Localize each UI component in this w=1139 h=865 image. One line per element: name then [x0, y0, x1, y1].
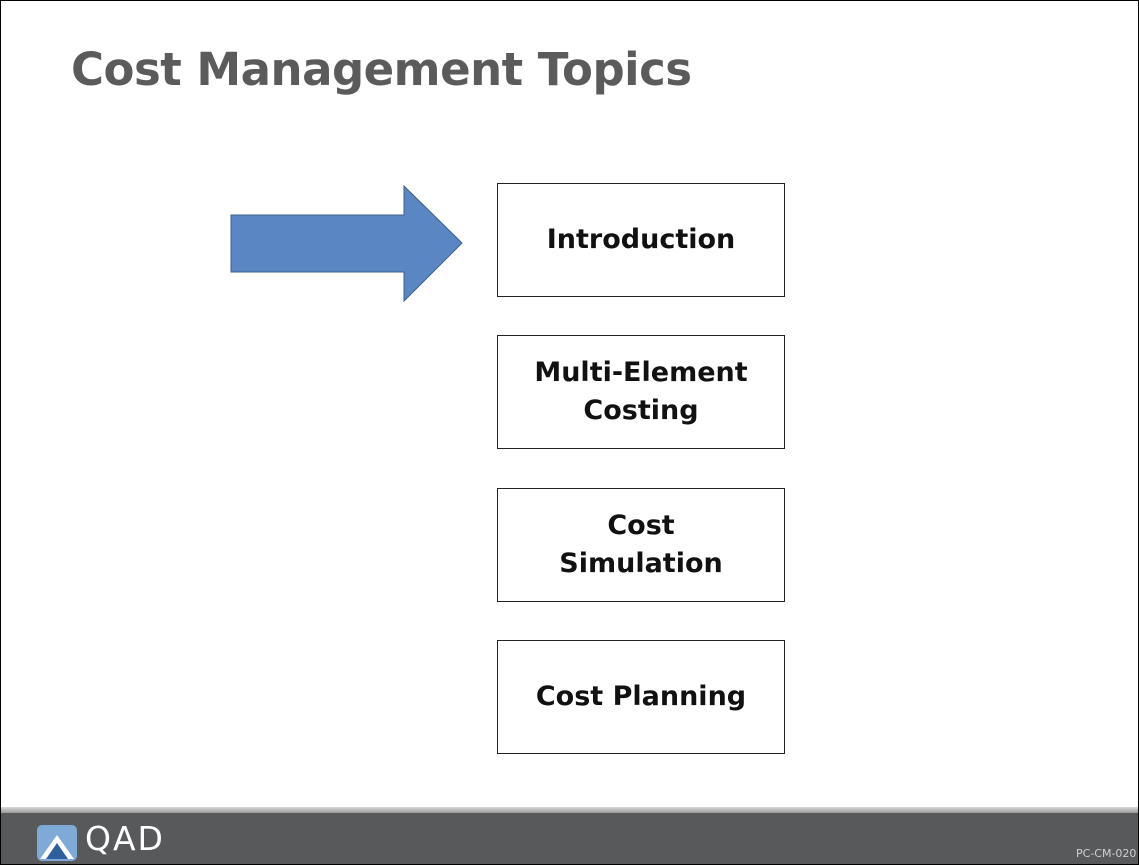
topic-label: Multi-Element [534, 357, 748, 388]
slide-title: Cost Management Topics [71, 43, 692, 96]
topic-label: Simulation [559, 548, 723, 579]
topic-label: Cost [607, 510, 675, 541]
topic-cost-planning[interactable]: Cost Planning [497, 640, 785, 754]
topic-label: Costing [583, 395, 699, 426]
topic-introduction[interactable]: Introduction [497, 183, 785, 297]
footer-bar: QAD PC-CM-020 [1, 813, 1138, 864]
topic-label: Cost Planning [535, 681, 747, 712]
arrow-right-icon [230, 185, 463, 303]
footer-divider [1, 807, 1138, 813]
topic-cost-simulation[interactable]: Cost Simulation [497, 488, 785, 602]
qad-logo-icon [37, 825, 77, 861]
brand-name: QAD [85, 819, 165, 858]
topic-label: Introduction [546, 224, 736, 255]
slide-code: PC-CM-020 [1076, 847, 1137, 860]
topic-multi-element-costing[interactable]: Multi-Element Costing [497, 335, 785, 449]
